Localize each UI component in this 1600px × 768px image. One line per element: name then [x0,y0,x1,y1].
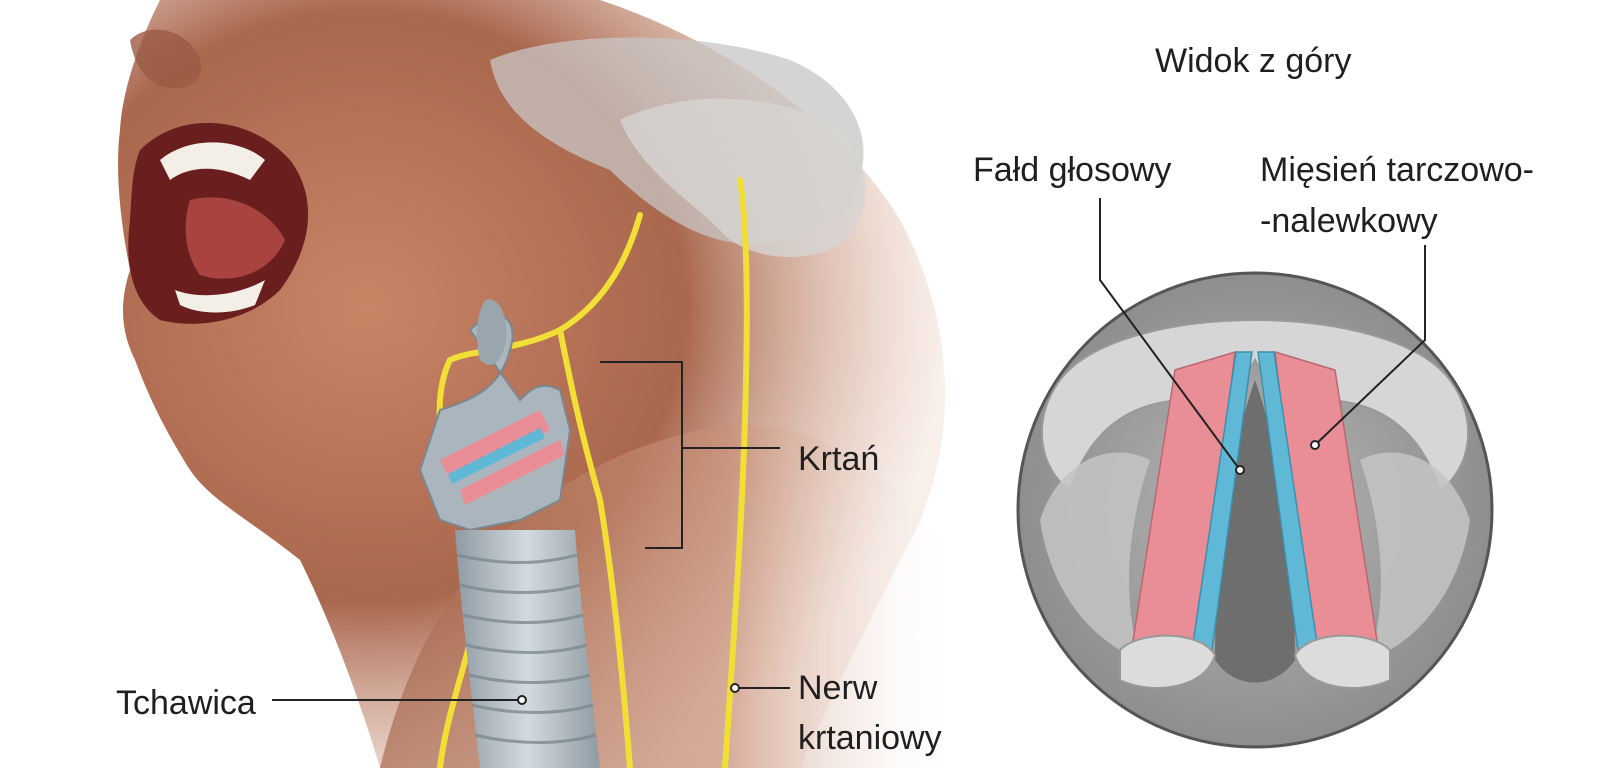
view-title: Widok z góry [1155,42,1352,80]
larynx-label: Krtań [798,440,879,478]
trachea-illustration [455,530,600,768]
trachea-leader [272,695,527,705]
muscle-leader [1310,245,1426,450]
larynx-bracket [600,361,780,549]
trachea-label: Tchawica [116,684,256,722]
larynx-illustration [418,299,572,532]
muscle-label-line1: Mięsień tarczowo- [1260,151,1534,189]
nerve-leader [730,683,790,693]
top-view-inset [1016,271,1494,749]
nerve-label-line2: krtaniowy [798,719,942,757]
nerve-label-line1: Nerw [798,669,878,707]
muscle-label-line2: -nalewkowy [1260,202,1438,240]
vocal-fold-leader [1099,198,1245,475]
vocal-fold-label: Fałd głosowy [973,151,1171,189]
